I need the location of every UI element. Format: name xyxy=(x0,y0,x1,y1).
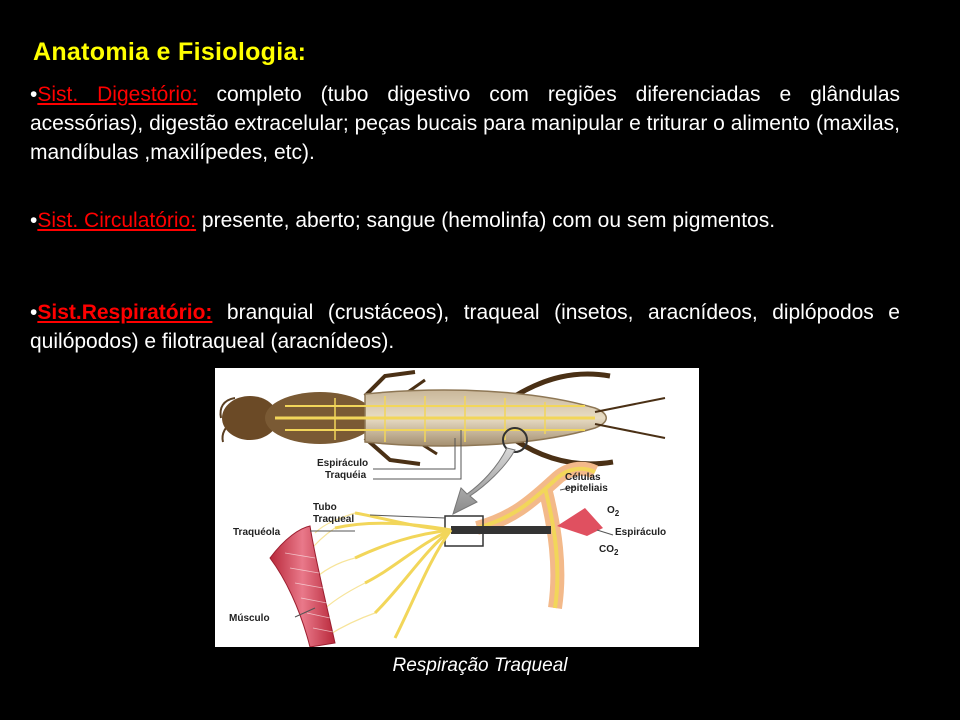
figure-caption: Respiração Traqueal xyxy=(392,655,568,676)
bullet-marker: • xyxy=(30,301,38,324)
bullet-text: presente, aberto; sangue (hemolinfa) com… xyxy=(196,209,776,232)
bullet-marker: • xyxy=(30,83,38,106)
label-traqueal: Traqueal xyxy=(313,514,354,525)
insect-tracheal-illustration: Espiráculo Traquéia Tubo Traqueal Traqué… xyxy=(219,370,666,647)
label-celulas: Células xyxy=(565,472,601,483)
label-tubo: Tubo xyxy=(313,502,337,513)
term-separator: : xyxy=(191,83,198,106)
insect-body xyxy=(219,370,666,467)
label-espiraculo-top: Espiráculo xyxy=(317,458,368,469)
term-separator: : xyxy=(190,209,197,232)
label-o2: O2 xyxy=(607,505,620,518)
slide-title: Anatomia e Fisiologia: xyxy=(33,38,307,66)
label-co2: CO2 xyxy=(599,544,619,557)
bullet-text: completo (tubo digestivo com regiões dif… xyxy=(30,83,901,164)
bullet-text: branquial (crustáceos), traqueal (inseto… xyxy=(30,301,900,353)
label-epiteliais: epiteliais xyxy=(565,483,608,494)
bullet-marker: • xyxy=(30,209,38,232)
term-respiratorio: Sist.Respiratório: xyxy=(37,301,213,324)
bullet-circulatorio: •Sist. Circulatório: presente, aberto; s… xyxy=(30,206,900,235)
term-circulatorio: Sist. Circulatório xyxy=(37,209,191,232)
label-traqueola: Traquéola xyxy=(233,527,281,538)
term-digestorio: Sist. Digestório xyxy=(37,83,192,106)
label-musculo: Músculo xyxy=(229,613,270,624)
tracheal-respiration-figure: Espiráculo Traquéia Tubo Traqueal Traqué… xyxy=(215,368,699,647)
bullet-digestorio: •Sist. Digestório: completo (tubo digest… xyxy=(30,80,900,167)
label-traqueia: Traquéia xyxy=(325,470,367,481)
label-espiraculo-right: Espiráculo xyxy=(615,527,666,538)
bullet-respiratorio: •Sist.Respiratório: branquial (crustáceo… xyxy=(30,298,900,356)
